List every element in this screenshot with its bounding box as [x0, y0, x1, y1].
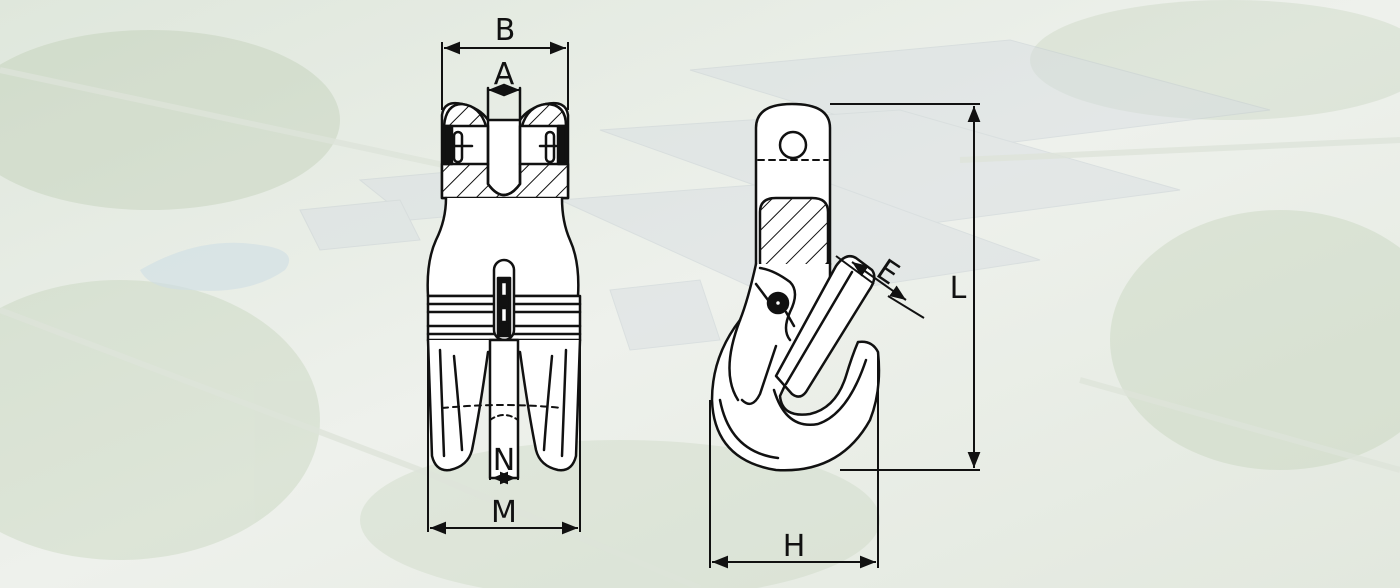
label-B: B [495, 13, 516, 48]
front-view [426, 86, 582, 480]
label-H: H [783, 529, 806, 564]
label-N: N [493, 443, 515, 478]
label-E: E [870, 253, 905, 293]
front-dimensions [427, 41, 581, 535]
label-L: L [950, 271, 967, 306]
side-dimensions [709, 103, 981, 569]
label-A: A [494, 57, 515, 92]
side-view [710, 102, 881, 472]
label-M: M [491, 495, 517, 530]
